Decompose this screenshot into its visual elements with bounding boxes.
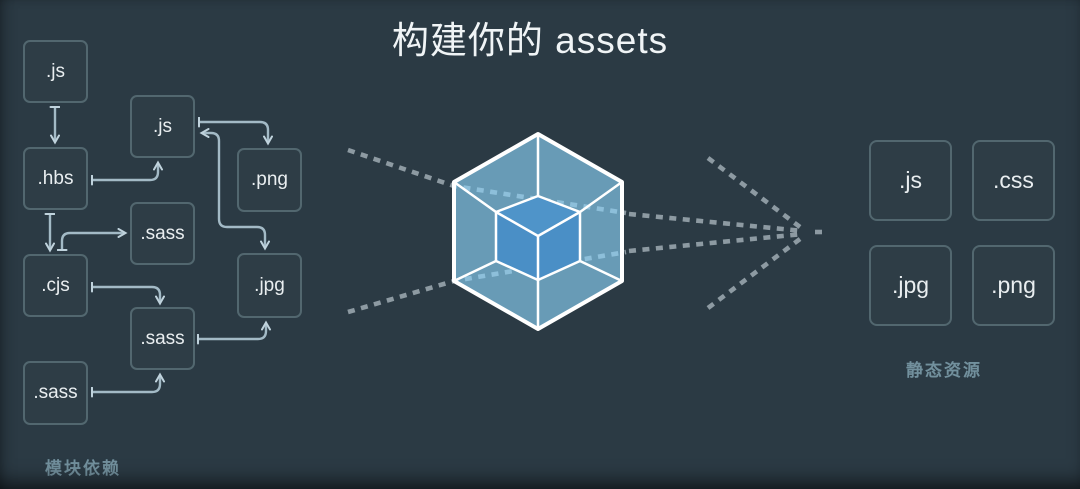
module-node-png: .png xyxy=(237,148,302,212)
node-label: .png xyxy=(251,169,288,190)
cube-inner-top-face xyxy=(496,196,580,236)
static-assets-caption: 静态资源 xyxy=(906,361,982,380)
arrow-js2-jpg-twoway xyxy=(199,128,270,251)
output-node-js: .js xyxy=(869,140,952,221)
node-label: .js xyxy=(899,167,922,193)
node-label: .jpg xyxy=(891,272,930,298)
arrow-cjs-to-sass2 xyxy=(92,287,160,303)
module-node-sass-3: .sass xyxy=(23,361,88,425)
module-node-jpg: .jpg xyxy=(237,253,302,318)
node-label: .hbs xyxy=(37,167,74,189)
node-label: .cjs xyxy=(41,274,70,296)
dotted-line-right-top xyxy=(628,211,804,234)
dotted-line-right-bottom xyxy=(628,231,804,254)
output-node-png: .png xyxy=(972,245,1055,326)
dependency-arrows xyxy=(50,107,268,392)
module-node-js-1: .js xyxy=(23,40,88,103)
cube-connector-edges xyxy=(452,132,624,331)
module-node-sass-1: .sass xyxy=(130,202,195,265)
node-label: .png xyxy=(991,272,1036,298)
node-label: .js xyxy=(46,60,65,82)
node-label: .sass xyxy=(140,222,185,244)
node-label: .sass xyxy=(33,382,78,403)
cube-wireframe xyxy=(452,132,624,331)
node-label: .jpg xyxy=(254,274,285,296)
cube-inner-solid xyxy=(494,194,582,282)
webpack-cube-icon xyxy=(452,132,624,331)
module-node-js-2: .js xyxy=(130,95,195,158)
dotted-arrowhead-upper xyxy=(706,156,806,232)
arrow-sass3-to-sass2 xyxy=(92,375,160,392)
module-node-hbs: .hbs xyxy=(23,147,88,210)
arrow-hbs-to-js2 xyxy=(92,163,158,180)
cube-inner-left-face xyxy=(496,212,538,280)
cube-inner-right-face xyxy=(538,212,580,280)
output-node-css: .css xyxy=(972,140,1055,221)
module-node-sass-2: .sass xyxy=(130,307,195,370)
output-node-jpg: .jpg xyxy=(869,245,952,326)
page-title: 构建你的 assets xyxy=(391,20,669,61)
arrow-sass2-to-jpg xyxy=(198,323,266,339)
module-dependencies-caption: 模块依赖 xyxy=(45,459,121,478)
cube-outline-hexagon xyxy=(452,132,624,331)
arrow-cjs-to-sass1 xyxy=(62,233,125,250)
module-node-cjs: .cjs xyxy=(23,254,88,317)
dotted-arrowhead-lower xyxy=(706,234,806,310)
dotted-flow-arrowhead xyxy=(628,156,826,310)
node-label: .css xyxy=(993,167,1034,193)
node-label: .sass xyxy=(140,327,185,349)
node-label: .js xyxy=(153,115,172,137)
